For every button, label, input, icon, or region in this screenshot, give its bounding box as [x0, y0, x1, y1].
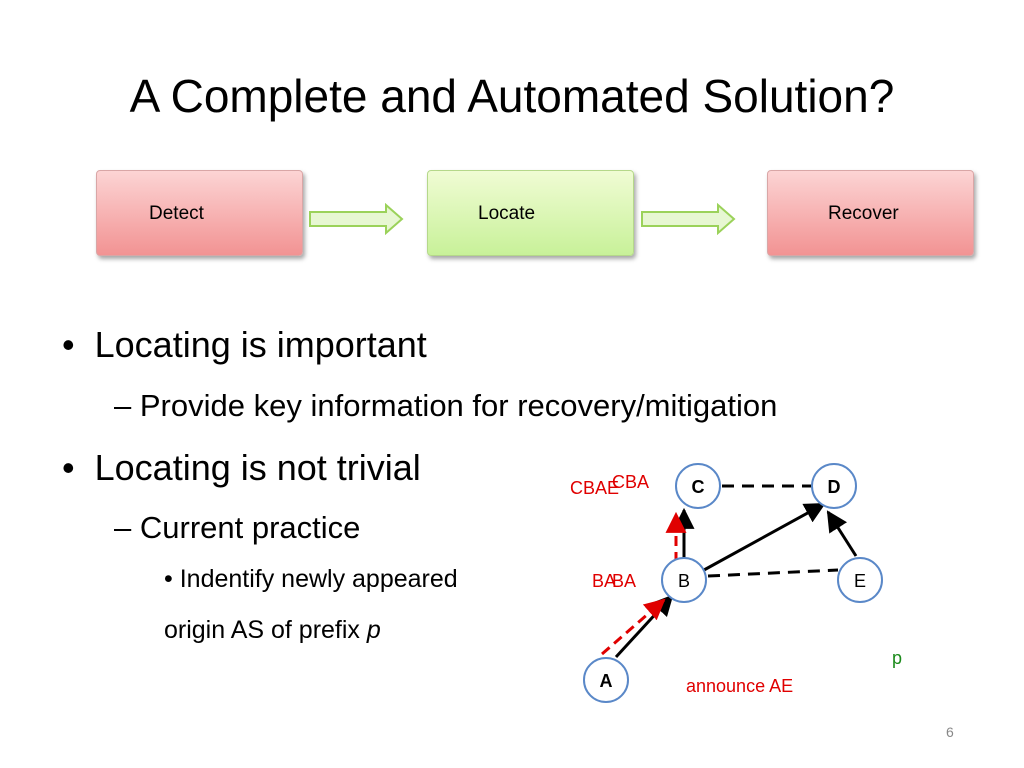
path-label-cbae: CBAE	[570, 478, 619, 498]
sub-sub-bullet-text-cont: origin AS of prefix	[164, 616, 367, 644]
detect-stage-label: Detect	[149, 203, 204, 224]
bullet-locating-important: • Locating is important	[62, 323, 427, 367]
bullet-dot: •	[62, 324, 75, 365]
sub-bullet-dash: –	[114, 510, 132, 545]
bullet-text: Locating is not trivial	[94, 447, 421, 488]
link-b-d	[703, 502, 826, 572]
svg-text:D: D	[828, 477, 841, 497]
locate-stage-label: Locate	[478, 203, 536, 224]
bullet-text: Locating is important	[94, 324, 427, 365]
sub-bullet-key-information: – Provide key information for recovery/m…	[114, 386, 777, 426]
as-node-d: D	[811, 463, 857, 509]
sub-bullet-text: Provide key information for recovery/mit…	[139, 388, 778, 423]
bullet-dot: •	[62, 447, 75, 488]
as-node-a: A	[583, 657, 629, 703]
path-label-ba-bold: BA	[612, 571, 636, 591]
detect-stage-box: Detect	[96, 170, 303, 256]
prefix-label: p	[892, 648, 902, 668]
right-arrow-icon	[641, 203, 736, 235]
link-e-d	[826, 510, 858, 557]
link-b-e	[707, 568, 839, 578]
svg-text:C: C	[692, 477, 705, 497]
prefix-variable: p	[366, 616, 381, 644]
recover-stage-label: Recover	[828, 203, 899, 224]
announce-path-a-b	[601, 598, 666, 656]
sub-sub-bullet-text: Indentify newly appeared	[179, 565, 458, 593]
sub-bullet-dash: –	[114, 388, 132, 423]
path-label-ba: BA	[592, 571, 616, 591]
right-arrow-icon	[309, 203, 404, 235]
svg-text:A: A	[600, 671, 613, 691]
page-number: 6	[946, 724, 954, 740]
as-node-c: C	[675, 463, 721, 509]
recover-stage-box: Recover	[767, 170, 974, 256]
as-node-e: E	[837, 557, 883, 603]
slide-title: A Complete and Automated Solution?	[129, 70, 895, 122]
svg-text:E: E	[854, 571, 866, 591]
sub-bullet-text: Current practice	[139, 510, 361, 545]
sub-sub-bullet-identify-origin: • Indentify newly appeared	[164, 563, 458, 595]
path-label-cba: CBA	[612, 472, 649, 492]
svg-text:B: B	[678, 571, 690, 591]
sub-bullet-current-practice: – Current practice	[114, 508, 360, 548]
sub-sub-bullet-continuation: origin AS of prefix p	[164, 614, 381, 646]
link-a-b	[614, 594, 674, 659]
locate-stage-box: Locate	[427, 170, 634, 256]
sub-sub-bullet-dot: •	[164, 565, 173, 593]
as-topology-diagram: C D B E A CBAE CBA BA BA p announce AE	[570, 463, 902, 703]
bullet-locating-not-trivial: • Locating is not trivial	[62, 446, 421, 490]
as-node-b: B	[661, 557, 707, 603]
announce-label: announce AE	[686, 676, 793, 696]
